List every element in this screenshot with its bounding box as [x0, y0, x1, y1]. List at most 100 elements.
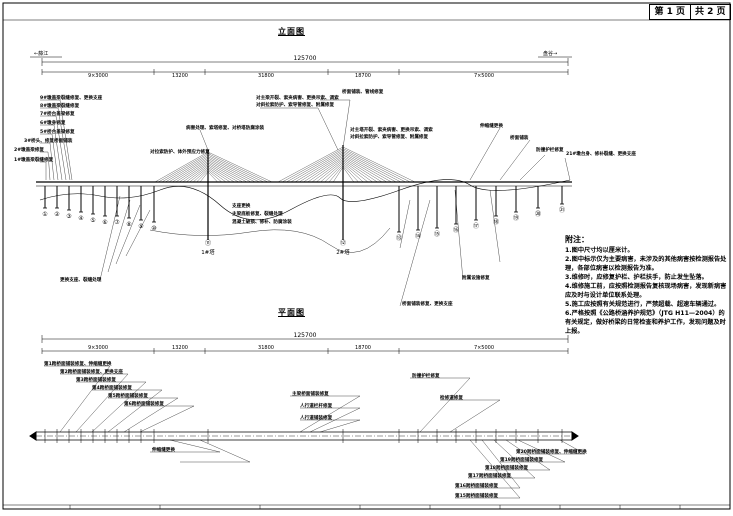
elevation-annotation: 对主梁开裂、索夹病害、更换吊索、调索 — [256, 96, 339, 101]
stay-cable — [161, 154, 209, 183]
tower-1-stay-cables — [154, 151, 273, 183]
stay-cable — [172, 159, 209, 183]
pier-number-label: ⑮ — [434, 230, 440, 238]
elevation-title: 立面图 — [278, 27, 305, 36]
pier-number-label: ⑩ — [151, 225, 156, 232]
stay-cable — [154, 151, 209, 183]
stay-cable — [207, 170, 222, 183]
plan-span-2: 13200 — [172, 345, 188, 351]
elevation-annotation: 3#桥头、修复桥面铺装 — [24, 139, 73, 144]
stay-cable — [311, 159, 344, 183]
note-item: 3.维修时，应修复护栏、护栏扶手，防止发生坠落。 — [565, 274, 708, 281]
plan-annotation: 第15跨桥面铺装修复 — [455, 494, 499, 499]
pier-number-label: ⑤ — [90, 217, 95, 224]
elevation-annotation: 对拉索防护、体外预应力修复 — [150, 150, 210, 155]
stay-cable — [207, 167, 231, 183]
plan-leaders — [44, 365, 586, 499]
page-total: 共 2 页 — [694, 7, 726, 17]
stay-cable — [324, 163, 344, 183]
elevation-span-2: 13200 — [172, 73, 188, 79]
plan-annotation: 第18跨桥面铺装修复 — [485, 466, 529, 471]
elevation-left-end: ←藤江 — [34, 50, 48, 57]
plan-deck — [29, 431, 579, 441]
pier-number-label: ⑰ — [473, 222, 479, 230]
stay-cable — [207, 161, 247, 183]
elevation-span-3: 31800 — [258, 73, 274, 79]
stay-cable — [207, 151, 273, 183]
page-indicator: 第 1 页 共 2 页 — [649, 4, 731, 20]
stay-cable — [175, 161, 209, 183]
stay-cable — [342, 156, 387, 183]
stay-cable — [342, 148, 411, 183]
plan-annotation: 第6跨桥面铺装修复 — [124, 402, 164, 407]
note-item: 1.图中尺寸均以厘米计。 — [565, 247, 634, 254]
note-item: 2.图中标示仅为主要病害，未涉及的其他病害按检测报告处理，各部位病害以检测报告为… — [565, 256, 727, 272]
stay-cable — [342, 166, 354, 183]
stay-cable — [342, 163, 364, 183]
stay-cable — [207, 168, 227, 183]
riverbed-line — [149, 227, 391, 253]
stay-cable — [189, 167, 209, 183]
elevation-annotation: 对斜拉索防护、索导管修复、附属修复 — [350, 135, 429, 140]
stay-cable — [286, 149, 344, 183]
stay-cable — [342, 149, 406, 183]
elevation-annotation: 8#墩盖梁裂缝修复 — [40, 104, 80, 109]
plan-annotation: 人行道铺装修复 — [300, 416, 333, 421]
stay-cable — [158, 153, 209, 183]
stay-cable — [165, 156, 209, 183]
elevation-annotation: 病害处理、索塔修复、对桥塔防腐涂装 — [186, 126, 265, 131]
stay-cable — [342, 165, 359, 183]
stay-cable — [282, 148, 344, 183]
stay-cable — [207, 165, 235, 183]
plan-span-5: 7×5000 — [474, 345, 494, 351]
elevation-span-5: 7×5000 — [474, 73, 494, 79]
note-item: 4.维修施工前，应按照检测报告复核现场病害，发现新病害应及时与设计单位联系处理。 — [565, 283, 727, 299]
elevation-annotation: 6#墩身修复 — [40, 121, 66, 126]
stay-cable — [277, 146, 344, 183]
plan-title: 平面图 — [278, 308, 305, 317]
plan-span-3: 31800 — [258, 345, 274, 351]
elevation-annotation: 附属设施修复 — [462, 276, 490, 281]
stay-cable — [193, 168, 209, 183]
plan-total-length: 125700 — [294, 332, 317, 339]
elevation-annotation: 1#墩盖梁裂缝修复 — [14, 158, 54, 163]
plan-annotation: 主梁桥面铺装修复 — [292, 392, 329, 397]
elevation-annotation: 防撞护栏修复 — [536, 148, 564, 153]
stay-cable — [316, 160, 344, 183]
pier-number-label: ㉑ — [559, 206, 565, 214]
elevation-annotation: 21#墩台身、修补裂缝、更换支座 — [566, 152, 636, 157]
plan-annotation: 第4跨桥面铺装修复 — [92, 386, 132, 391]
elevation-deck — [36, 181, 572, 187]
stay-cable — [342, 153, 397, 183]
title-block — [69, 505, 681, 509]
stay-cable — [294, 153, 344, 183]
notes-block: 附注： 1.图中尺寸均以厘米计。 2.图中标示仅为主要病害，未涉及的其他病害按检… — [565, 235, 727, 336]
plan-annotation: 第3跨桥面铺装修复 — [76, 378, 116, 383]
plan-annotation: 第5跨桥面铺装修复 — [108, 394, 148, 399]
stay-cable — [307, 157, 344, 183]
pier-number-label: ② — [54, 211, 60, 218]
plan-annotation: 第1跨桥面铺装修复、伸缩缝更换 — [44, 362, 112, 367]
elevation-piers — [43, 186, 564, 233]
elevation-span-1: 9×3000 — [88, 73, 108, 79]
elevation-annotation: 更换支座、裂缝处理 — [60, 278, 102, 283]
plan-annotation: 第17跨桥面铺装修复 — [468, 474, 512, 479]
stay-cable — [207, 164, 239, 183]
stay-cable — [290, 151, 344, 183]
tower-2-stay-cables — [277, 146, 416, 183]
plan-annotation: 第16跨桥面铺装修复 — [455, 484, 499, 489]
stay-cable — [333, 166, 344, 183]
notes-title: 附注： — [565, 235, 589, 244]
elevation-annotation: 9#墩盖梁裂缝修复、更换支座 — [40, 96, 103, 101]
elevation-annotation: 2#墩盖梁修复 — [14, 148, 45, 153]
stay-cable — [207, 156, 260, 183]
stay-cable — [342, 159, 378, 183]
stay-cable — [342, 146, 416, 183]
note-item: 5.施工应按照有关规范进行，严禁超载、超速车辆通过。 — [565, 301, 721, 308]
pier-number-label: ⑭ — [415, 232, 421, 240]
stay-cable — [186, 165, 209, 183]
stay-cable — [207, 159, 252, 183]
